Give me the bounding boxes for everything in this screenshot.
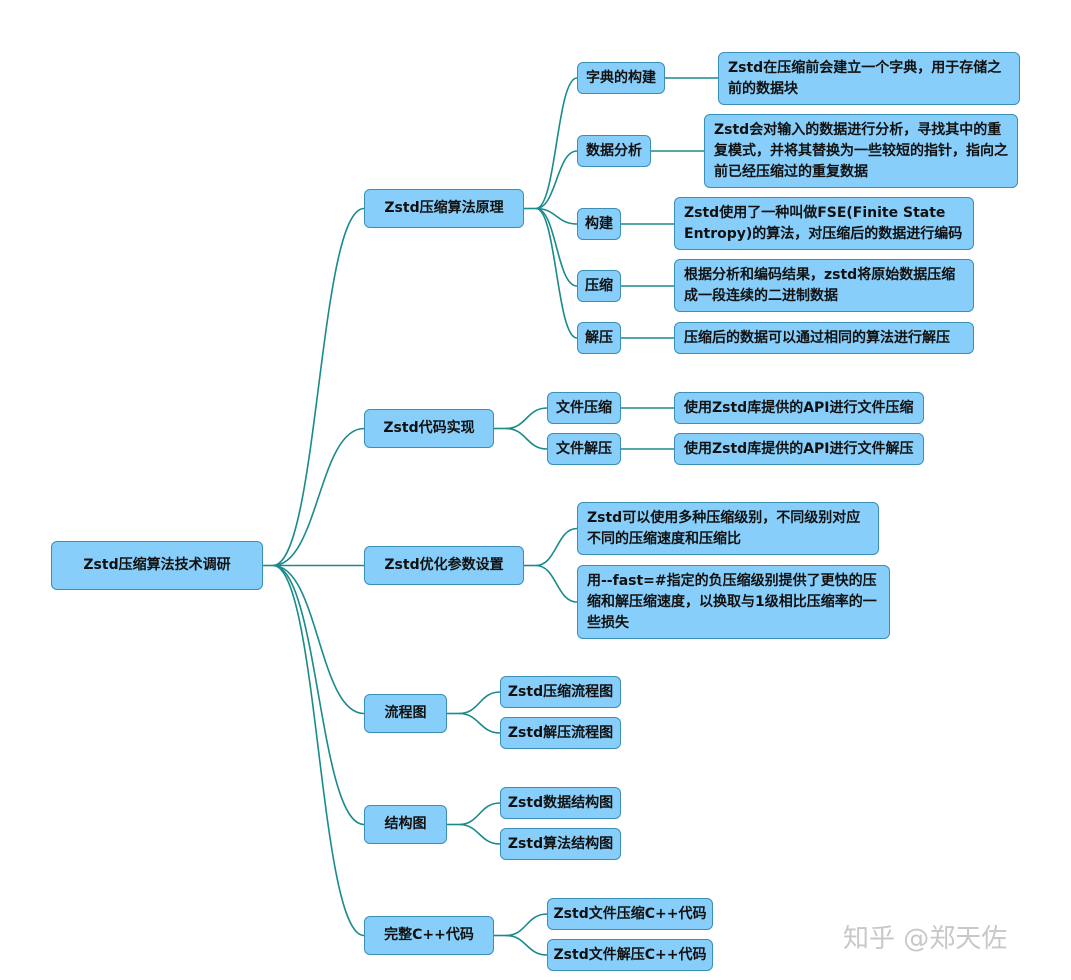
flow-item-decompress: Zstd解压流程图 [500, 717, 621, 749]
principle-item-compress: 压缩 [577, 270, 621, 302]
tuning-item-levels: Zstd可以使用多种压缩级别，不同级别对应不同的压缩速度和压缩比 [577, 502, 879, 555]
branch-tuning: Zstd优化参数设置 [364, 546, 524, 585]
connector-principle-item-analysis [535, 150, 578, 210]
connector-structure-item-algorithm [458, 823, 501, 845]
connector-principle-item-compress [535, 207, 578, 287]
principle-desc-dictionary: Zstd在压缩前会建立一个字典，用于存储之前的数据块 [718, 52, 1020, 105]
code-desc-compress: 使用Zstd库提供的API进行文件压缩 [674, 392, 924, 424]
code-item-decompress: 文件解压 [547, 433, 621, 465]
principle-item-decompress: 解压 [577, 322, 621, 354]
connector-principle-item-dictionary [535, 77, 578, 210]
branch-structure: 结构图 [364, 805, 447, 844]
connector-principle-item-build [535, 207, 578, 225]
principle-desc-compress: 根据分析和编码结果，zstd将原始数据压缩成一段连续的二进制数据 [674, 259, 974, 312]
connector-branch-principle [272, 207, 365, 567]
code-item-compress: 文件压缩 [547, 392, 621, 424]
principle-item-analysis: 数据分析 [577, 135, 651, 167]
watermark: 知乎 @郑天佐 [843, 924, 1008, 954]
fullcode-item-compress: Zstd文件压缩C++代码 [547, 898, 713, 930]
structure-item-algorithm: Zstd算法结构图 [500, 828, 621, 860]
connector-branch-structure [272, 564, 365, 826]
connector-branch-code [272, 427, 365, 567]
tuning-item-fast: 用--fast=#指定的负压缩级别提供了更快的压缩和解压缩速度，以换取与1级相比… [577, 565, 890, 639]
connector-fullcode-item-decompress [505, 934, 548, 956]
connector-principle-item-decompress [535, 207, 578, 339]
principle-desc-build: Zstd使用了一种叫做FSE(Finite State Entropy)的算法，… [674, 197, 974, 250]
connector-flow-item-compress [458, 691, 501, 715]
branch-code: Zstd代码实现 [364, 409, 494, 448]
principle-item-build: 构建 [577, 208, 621, 240]
connector-fullcode-item-compress [505, 913, 548, 937]
principle-item-dictionary: 字典的构建 [577, 62, 665, 94]
connector-branch-fullcode [272, 564, 365, 937]
connector-branch-flow [272, 564, 365, 715]
structure-item-data: Zstd数据结构图 [500, 787, 621, 819]
connector-flow-item-decompress [458, 712, 501, 734]
connector-tuning-item-fast [535, 564, 578, 603]
root-node: Zstd压缩算法技术调研 [51, 541, 263, 590]
connector-code-item-decompress [505, 427, 548, 450]
branch-fullcode: 完整C++代码 [364, 916, 494, 955]
principle-desc-analysis: Zstd会对输入的数据进行分析，寻找其中的重复模式，并将其替换为一些较短的指针，… [704, 114, 1018, 188]
branch-flow: 流程图 [364, 694, 447, 733]
branch-principle: Zstd压缩算法原理 [364, 189, 524, 228]
connector-structure-item-data [458, 802, 501, 826]
principle-desc-decompress: 压缩后的数据可以通过相同的算法进行解压 [674, 322, 974, 354]
connector-code-item-compress [505, 407, 548, 430]
flow-item-compress: Zstd压缩流程图 [500, 676, 621, 708]
code-desc-decompress: 使用Zstd库提供的API进行文件解压 [674, 433, 924, 465]
connector-tuning-item-levels [535, 527, 578, 567]
fullcode-item-decompress: Zstd文件解压C++代码 [547, 939, 713, 971]
